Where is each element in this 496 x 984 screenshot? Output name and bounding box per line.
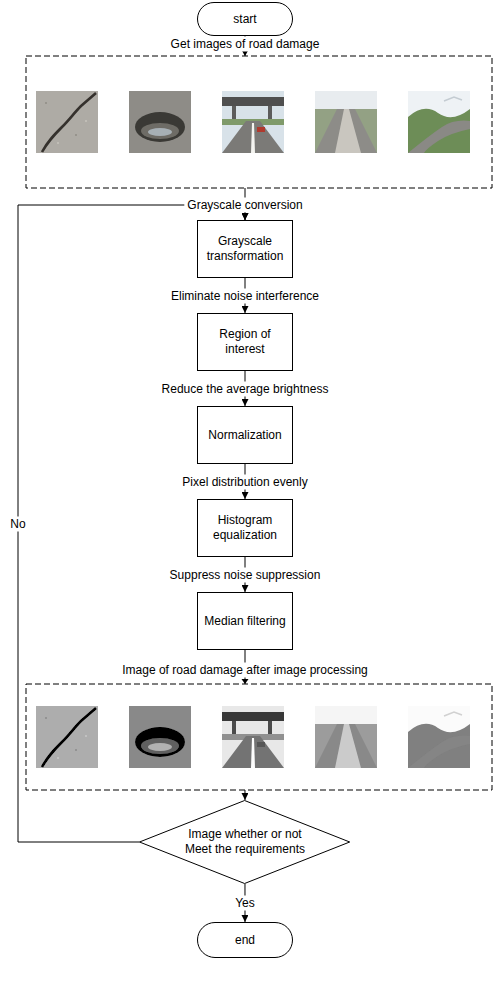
connector-label: Yes: [232, 896, 258, 911]
road-photo: [222, 91, 284, 153]
processed-photos: [36, 706, 470, 768]
road-photo: [408, 706, 470, 768]
connector-label: Eliminate noise interference: [168, 288, 322, 303]
node-text-group: Histogram equalization: [202, 513, 288, 543]
node-label: Histogram equalization: [202, 513, 288, 543]
node-label: start: [202, 12, 288, 27]
node-label: Normalization: [202, 428, 288, 443]
connector-label: Pixel distribution evenly: [179, 474, 310, 489]
image-group-frame: [26, 684, 492, 790]
node-label: Grayscale transformation: [202, 234, 288, 264]
flow-note: Grayscale conversion: [184, 198, 305, 213]
process-box: Histogram equalization: [197, 499, 293, 557]
node-label: end: [202, 933, 288, 948]
node-text-group: start: [202, 12, 288, 27]
flow-note: Image of road damage after image process…: [119, 663, 370, 678]
pothole-photo: [129, 91, 191, 153]
connector-label: Reduce the average brightness: [159, 381, 332, 396]
node-text-group: Image whether or not Meet the requiremen…: [179, 827, 311, 857]
road-photo: [315, 706, 377, 768]
connector-label: No: [7, 516, 28, 531]
process-box: Normalization: [197, 406, 293, 464]
crack-photo: [36, 91, 98, 153]
diamond-shape: [140, 801, 350, 884]
process-box: Region of interest: [197, 313, 293, 371]
image-group-frame: [26, 56, 492, 188]
pothole-photo: [129, 706, 191, 768]
road-photo: [222, 706, 284, 768]
road-photo: [315, 91, 377, 153]
terminal: start: [197, 2, 293, 36]
flow-note: Get images of road damage: [168, 37, 323, 52]
node-text-group: Grayscale transformation: [202, 234, 288, 264]
road-photo: [408, 91, 470, 153]
connector-label: Suppress noise suppression: [167, 567, 324, 582]
node-text-group: end: [202, 933, 288, 948]
flow-connector: [245, 36, 246, 220]
crack-photo: [36, 706, 98, 768]
node-text-group: Normalization: [202, 428, 288, 443]
node-text-group: Region of interest: [202, 327, 288, 357]
decision-diamond: Image whether or not Meet the requiremen…: [139, 800, 350, 884]
node-text-group: Median filtering: [202, 614, 288, 629]
node-label: Region of interest: [202, 327, 288, 357]
terminal: end: [197, 922, 293, 958]
process-box: Grayscale transformation: [197, 220, 293, 278]
node-label: Median filtering: [202, 614, 288, 629]
process-box: Median filtering: [197, 592, 293, 650]
node-label: Image whether or not Meet the requiremen…: [179, 827, 311, 857]
